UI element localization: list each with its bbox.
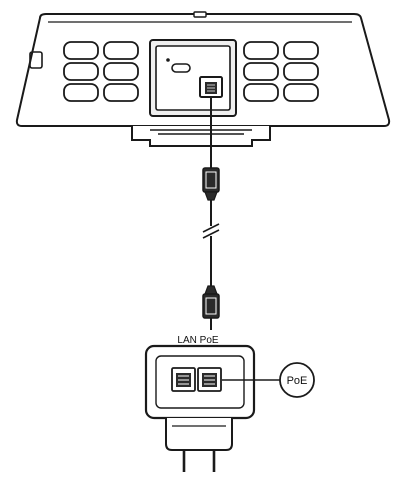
poe-callout-circle — [279, 362, 315, 398]
indicator-dot — [166, 58, 170, 62]
indicator-slot — [171, 63, 191, 73]
device-top-notch — [193, 11, 207, 18]
network-device — [15, 11, 391, 147]
ethernet-port-icon — [199, 76, 223, 98]
rj45-connector-icon — [202, 285, 220, 319]
device-side-latch — [29, 51, 43, 69]
power-plug-icon — [182, 450, 216, 472]
plug-base — [165, 418, 233, 451]
cable-break-icon — [202, 223, 220, 239]
vent-slots-left — [63, 41, 139, 102]
poe-callout-label: PoE — [287, 375, 308, 387]
rj45-connector-icon — [202, 167, 220, 201]
ethernet-port-icon — [171, 367, 196, 392]
port-label: LAN PoE — [177, 335, 218, 346]
device-mount — [131, 126, 271, 147]
vent-slots-right — [243, 41, 319, 102]
poe-injector: LAN PoE PoE — [144, 335, 315, 472]
ethernet-port-icon — [197, 367, 222, 392]
ethernet-cable — [202, 97, 220, 330]
injector-face — [155, 355, 245, 409]
device-mount-detail — [150, 129, 252, 135]
